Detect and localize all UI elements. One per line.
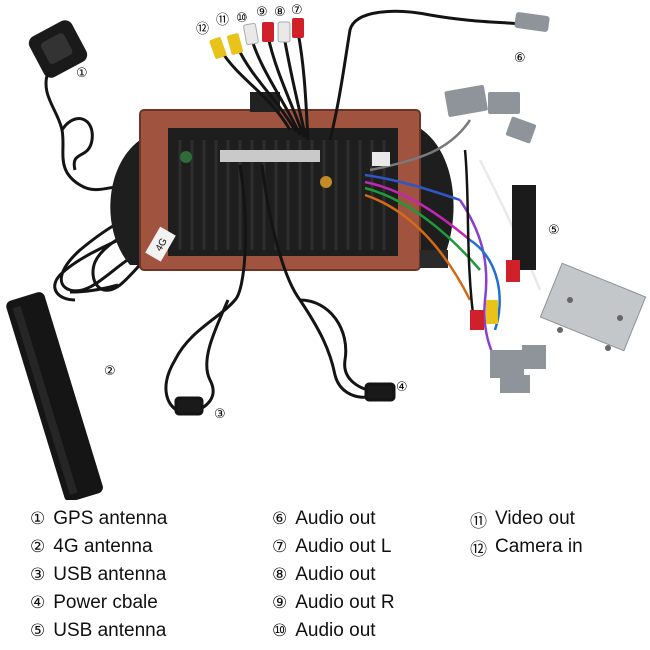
legend-column-3: ⑪ Video out ⑫ Camera in xyxy=(470,505,583,561)
callout-1: ① xyxy=(76,66,88,81)
head-unit: 4G xyxy=(110,92,454,271)
legend-number: ⑧ xyxy=(272,565,288,585)
power-cable xyxy=(260,164,396,402)
legend-item-camera-in: ⑫ Camera in xyxy=(470,533,583,561)
wiring-harness xyxy=(364,85,647,393)
legend-column-2: ⑥ Audio out ⑦ Audio out L ⑧ Audio out ⑨ Audi… xyxy=(272,505,395,645)
legend-number: ⑤ xyxy=(30,621,46,641)
callout-4: ④ xyxy=(396,380,408,395)
legend-item-usb-antenna: ③ USB antenna xyxy=(30,561,167,589)
legend-label: Camera in xyxy=(495,536,583,557)
callout-3: ③ xyxy=(214,407,226,422)
legend-number: ⑨ xyxy=(272,593,288,613)
legend-number: ③ xyxy=(30,565,46,585)
callout-5: ⑤ xyxy=(548,223,560,238)
legend-number: ⑦ xyxy=(272,537,288,557)
legend-number: ① xyxy=(30,509,46,529)
usb-cable-3 xyxy=(164,164,247,416)
legend-label: Audio out L xyxy=(295,536,392,557)
legend-label: Video out xyxy=(495,508,575,529)
callout-6: ⑥ xyxy=(514,51,526,66)
legend-item-video-out: ⑪ Video out xyxy=(470,505,583,533)
callout-8: ⑧ xyxy=(274,5,286,20)
legend-item-audio-out-r: ⑨ Audio out R xyxy=(272,589,395,617)
legend-item-audio-out-3: ⑩ Audio out xyxy=(272,617,395,645)
legend-number: ④ xyxy=(30,593,46,613)
callout-12: ⑫ xyxy=(196,22,209,37)
legend-label: Audio out xyxy=(295,620,376,641)
legend-item-audio-out: ⑥ Audio out xyxy=(272,505,395,533)
legend-number: ② xyxy=(30,537,46,557)
legend-label: USB antenna xyxy=(53,564,167,585)
product-photo: 4G xyxy=(6,3,647,500)
legend-item-audio-out-l: ⑦ Audio out L xyxy=(272,533,395,561)
legend-number: ⑪ xyxy=(470,511,487,532)
legend-item-audio-out-2: ⑧ Audio out xyxy=(272,561,395,589)
callout-7: ⑦ xyxy=(291,3,303,18)
legend-item-4g-antenna: ② 4G antenna xyxy=(30,533,167,561)
legend-number: ⑫ xyxy=(470,539,487,560)
legend-label: Audio out xyxy=(295,564,376,585)
4g-antenna xyxy=(6,283,119,500)
callout-10: ⑩ xyxy=(236,11,248,26)
callout-9: ⑨ xyxy=(256,5,268,20)
legend-item-power-cable: ④ Power cbale xyxy=(30,589,167,617)
legend-item-gps-antenna: ① GPS antenna xyxy=(30,505,167,533)
audio-out-cable xyxy=(328,9,550,141)
legend-label: Audio out R xyxy=(295,592,395,613)
legend-item-usb-antenna-2: ⑤ USB antenna xyxy=(30,617,167,645)
rca-leads xyxy=(209,18,310,141)
legend-label: GPS antenna xyxy=(53,508,168,529)
legend-number: ⑥ xyxy=(272,509,288,529)
legend-number: ⑩ xyxy=(272,621,288,641)
legend-label: Audio out xyxy=(295,508,376,529)
legend-label: USB antenna xyxy=(53,620,167,641)
legend-label: 4G antenna xyxy=(53,536,153,557)
callout-11: ⑪ xyxy=(216,13,229,28)
callout-2: ② xyxy=(104,364,116,379)
legend-label: Power cbale xyxy=(53,592,158,613)
